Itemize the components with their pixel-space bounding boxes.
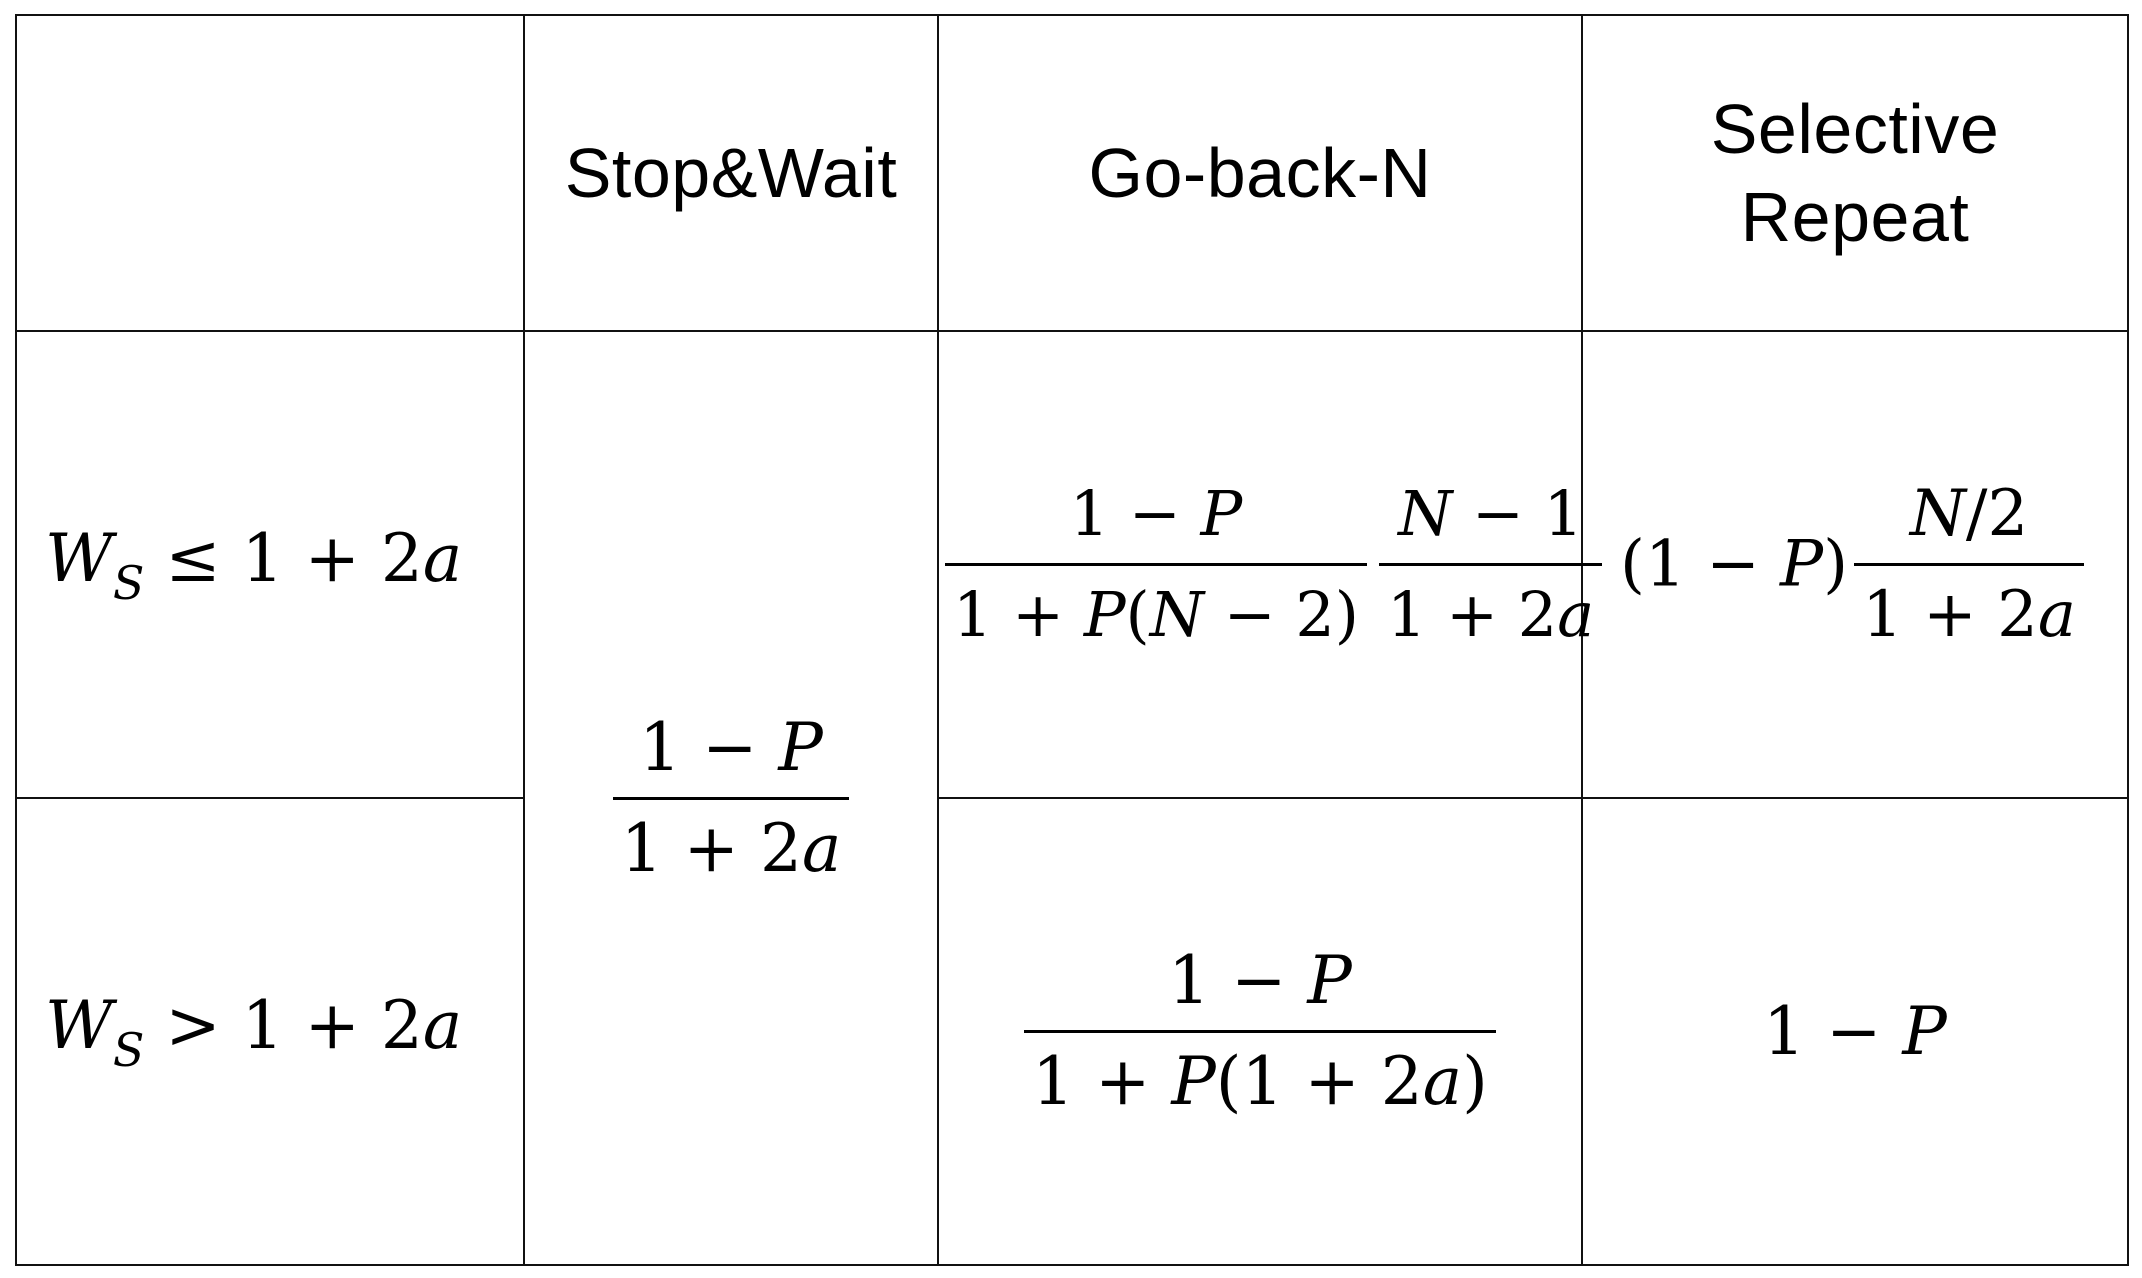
math-sub-S: S: [112, 1022, 145, 1077]
fraction-denominator: 1 + 2a: [1854, 563, 2084, 654]
fraction-denominator: 1 + P(N − 2): [945, 563, 1367, 654]
fraction-denominator: 1 + P(1 + 2a): [1024, 1030, 1496, 1121]
math-1-minus: 1 −: [1763, 993, 1903, 1070]
header-go-back-n-label: Go-back-N: [1088, 134, 1432, 212]
math-gt-symbol: >: [165, 986, 221, 1064]
math-le-symbol: ≤: [165, 519, 221, 597]
fraction-denominator: 1 + 2a: [612, 796, 850, 888]
condition-ws-le: WS ≤ 1 + 2a: [15, 330, 525, 799]
selective-repeat-factor: (1 − P): [1620, 527, 1849, 602]
header-selective-repeat: Selective Repeat: [1581, 14, 2129, 332]
header-go-back-n: Go-back-N: [937, 14, 1583, 332]
fraction-numerator: 1 − P: [1168, 942, 1352, 1019]
go-back-n-formula-le: 1 − P 1 + P(N − 2) N − 1 1 + 2a: [937, 330, 1603, 799]
go-back-n-fraction-gt: 1 − P 1 + P(1 + 2a): [1024, 942, 1496, 1121]
efficiency-table: Stop&Wait Go-back-N Selective Repeat WS …: [15, 14, 2129, 1266]
go-back-n-formula-gt: 1 − P 1 + P(1 + 2a): [937, 797, 1583, 1266]
selective-repeat-fraction: N/2 1 + 2a: [1854, 475, 2084, 654]
header-row: Stop&Wait Go-back-N Selective Repeat: [15, 14, 2129, 332]
header-stop-and-wait: Stop&Wait: [523, 14, 939, 332]
math-W: W: [45, 986, 113, 1064]
fraction-numerator: N/2: [1909, 477, 2029, 551]
fraction-numerator: 1 − P: [1069, 477, 1243, 550]
math-1-plus-2: 1 + 2: [241, 519, 423, 597]
fraction-numerator: N − 1: [1398, 477, 1584, 550]
row-ws-gt: WS > 1 + 2a 1 − P 1 + P(1 + 2a) 1 − P: [15, 797, 2129, 1266]
header-corner-cell: [15, 14, 525, 332]
stop-and-wait-formula: 1 − P 1 + 2a: [523, 330, 939, 1266]
stop-and-wait-fraction: 1 − P 1 + 2a: [612, 708, 850, 888]
math-a: a: [422, 519, 463, 597]
header-selective-repeat-label: Selective Repeat: [1710, 90, 2000, 256]
go-back-n-fraction-2: N − 1 1 + 2a: [1378, 475, 1603, 654]
fraction-denominator: 1 + 2a: [1378, 563, 1603, 654]
selective-repeat-formula-le: (1 − P) N/2 1 + 2a: [1581, 330, 2129, 799]
header-stop-and-wait-label: Stop&Wait: [564, 134, 898, 212]
math-sub-S: S: [112, 555, 145, 610]
row-ws-le: WS ≤ 1 + 2a 1 − P 1 + 2a 1 − P 1 + P(N −…: [15, 330, 2129, 1266]
math-a: a: [422, 986, 463, 1064]
selective-repeat-formula-gt: 1 − P: [1581, 797, 2129, 1266]
math-1-plus-2: 1 + 2: [241, 986, 423, 1064]
go-back-n-fraction-1: 1 − P 1 + P(N − 2): [945, 475, 1367, 654]
condition-ws-gt: WS > 1 + 2a: [15, 797, 525, 1266]
fraction-numerator: 1 − P: [639, 708, 823, 786]
math-P: P: [1902, 993, 1947, 1070]
math-W: W: [45, 519, 113, 597]
